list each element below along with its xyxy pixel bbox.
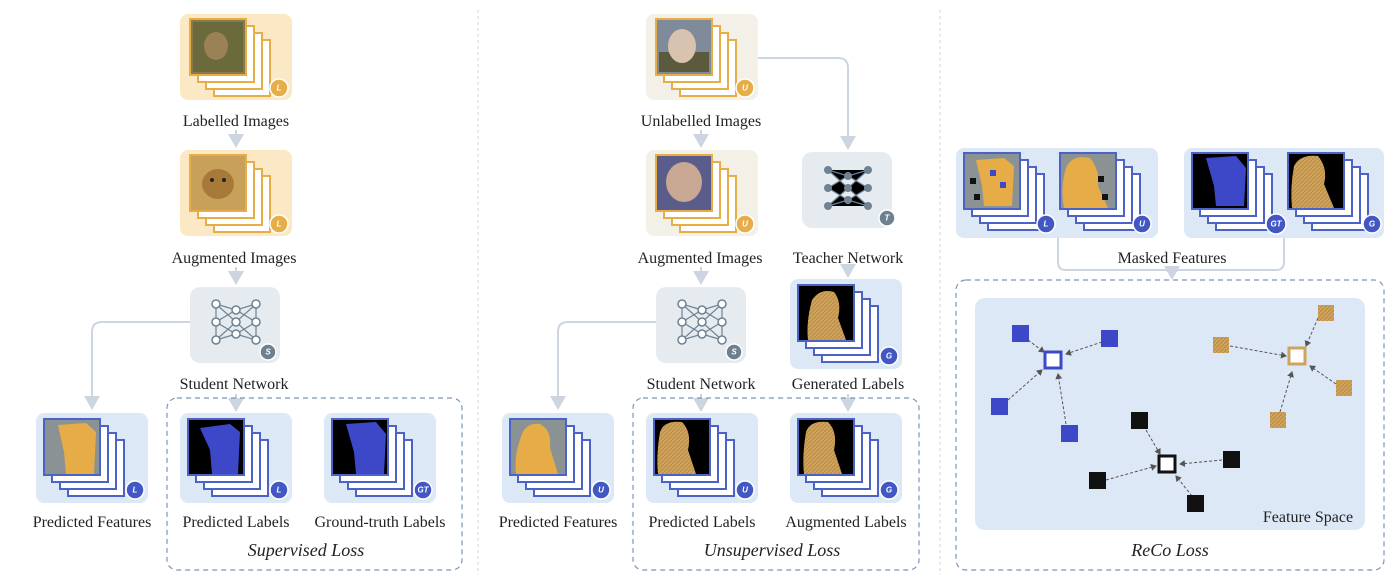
badge-L xyxy=(269,78,289,98)
ground-truth-labels-stack: GT xyxy=(324,413,436,503)
blue-cluster xyxy=(991,325,1118,442)
svg-text:S: S xyxy=(731,348,737,357)
label-unlabelled-images: Unlabelled Images xyxy=(641,113,761,130)
svg-text:L: L xyxy=(277,84,282,93)
label-predicted-features-2: Predicted Features xyxy=(499,514,618,531)
predicted-features-stack-2: U xyxy=(502,413,614,503)
predicted-labels-stack: L xyxy=(180,413,292,503)
generated-labels-stack: G xyxy=(790,279,902,369)
svg-text:G: G xyxy=(886,352,892,361)
svg-text:G: G xyxy=(1369,220,1375,229)
svg-text:U: U xyxy=(742,486,748,495)
label-unsupervised-loss: Unsupervised Loss xyxy=(704,540,841,560)
label-masked-features: Masked Features xyxy=(1118,250,1227,267)
supervised-loss-box xyxy=(166,397,463,571)
tan-prototype xyxy=(1287,346,1307,366)
svg-text:T: T xyxy=(885,214,891,223)
svg-text:GT: GT xyxy=(1270,220,1282,229)
unlabelled-images-stack: U xyxy=(646,14,758,100)
svg-text:U: U xyxy=(1139,220,1145,229)
masked-labels-G-stack: G xyxy=(1287,152,1382,234)
svg-text:G: G xyxy=(886,486,892,495)
predicted-labels-stack-2: U xyxy=(646,413,758,503)
student-network-node: S xyxy=(190,287,280,363)
tan-cluster xyxy=(1213,305,1352,428)
masked-features-L-stack: L xyxy=(963,152,1056,234)
label-supervised-loss: Supervised Loss xyxy=(248,540,365,560)
label-generated-labels: Generated Labels xyxy=(792,376,904,393)
label-augmented-labels: Augmented Labels xyxy=(785,514,906,531)
label-reco-loss: ReCo Loss xyxy=(1130,540,1209,560)
masked-labels-GT-stack: GT xyxy=(1191,152,1287,235)
svg-text:GT: GT xyxy=(417,486,429,495)
augmented-labels-stack: G xyxy=(790,413,902,503)
panel-supervised: L Labelled Images L Augmented Images xyxy=(33,14,463,571)
label-augmented-images-2: Augmented Images xyxy=(638,250,763,267)
label-student-network: Student Network xyxy=(180,376,289,393)
label-teacher-network: Teacher Network xyxy=(793,250,903,267)
labelled-images-stack: L xyxy=(180,14,292,100)
label-labelled-images: Labelled Images xyxy=(183,113,289,130)
masked-features-U-stack: U xyxy=(1059,152,1152,234)
predicted-features-stack: L xyxy=(36,413,148,503)
label-predicted-labels-2: Predicted Labels xyxy=(648,514,755,531)
black-cluster xyxy=(1089,412,1240,512)
label-augmented-images: Augmented Images xyxy=(172,250,297,267)
label-predicted-features: Predicted Features xyxy=(33,514,152,531)
panel-unsupervised: U Unlabelled Images U Augmented Images xyxy=(499,14,920,571)
augmented-unlabelled-images-stack: U xyxy=(646,150,758,236)
svg-text:L: L xyxy=(277,486,282,495)
badge-L xyxy=(269,214,289,234)
label-student-network-2: Student Network xyxy=(647,376,756,393)
svg-text:U: U xyxy=(742,220,748,229)
svg-text:L: L xyxy=(277,220,282,229)
teacher-network-node: T xyxy=(802,152,896,228)
panel-reco: L U GT xyxy=(955,148,1385,571)
svg-text:L: L xyxy=(1044,220,1049,229)
badge-S xyxy=(259,343,277,361)
label-predicted-labels: Predicted Labels xyxy=(182,514,289,531)
svg-text:U: U xyxy=(598,486,604,495)
feature-space-area xyxy=(975,298,1365,530)
svg-text:L: L xyxy=(133,486,138,495)
svg-text:S: S xyxy=(265,348,271,357)
label-ground-truth-labels: Ground-truth Labels xyxy=(314,514,445,531)
reco-loss-box xyxy=(955,279,1385,571)
label-feature-space: Feature Space xyxy=(1263,509,1353,526)
svg-text:U: U xyxy=(742,84,748,93)
blue-prototype xyxy=(1043,350,1063,370)
augmented-images-stack: L xyxy=(180,150,292,236)
student-network-node-2: S xyxy=(656,287,746,363)
black-prototype xyxy=(1157,454,1177,474)
